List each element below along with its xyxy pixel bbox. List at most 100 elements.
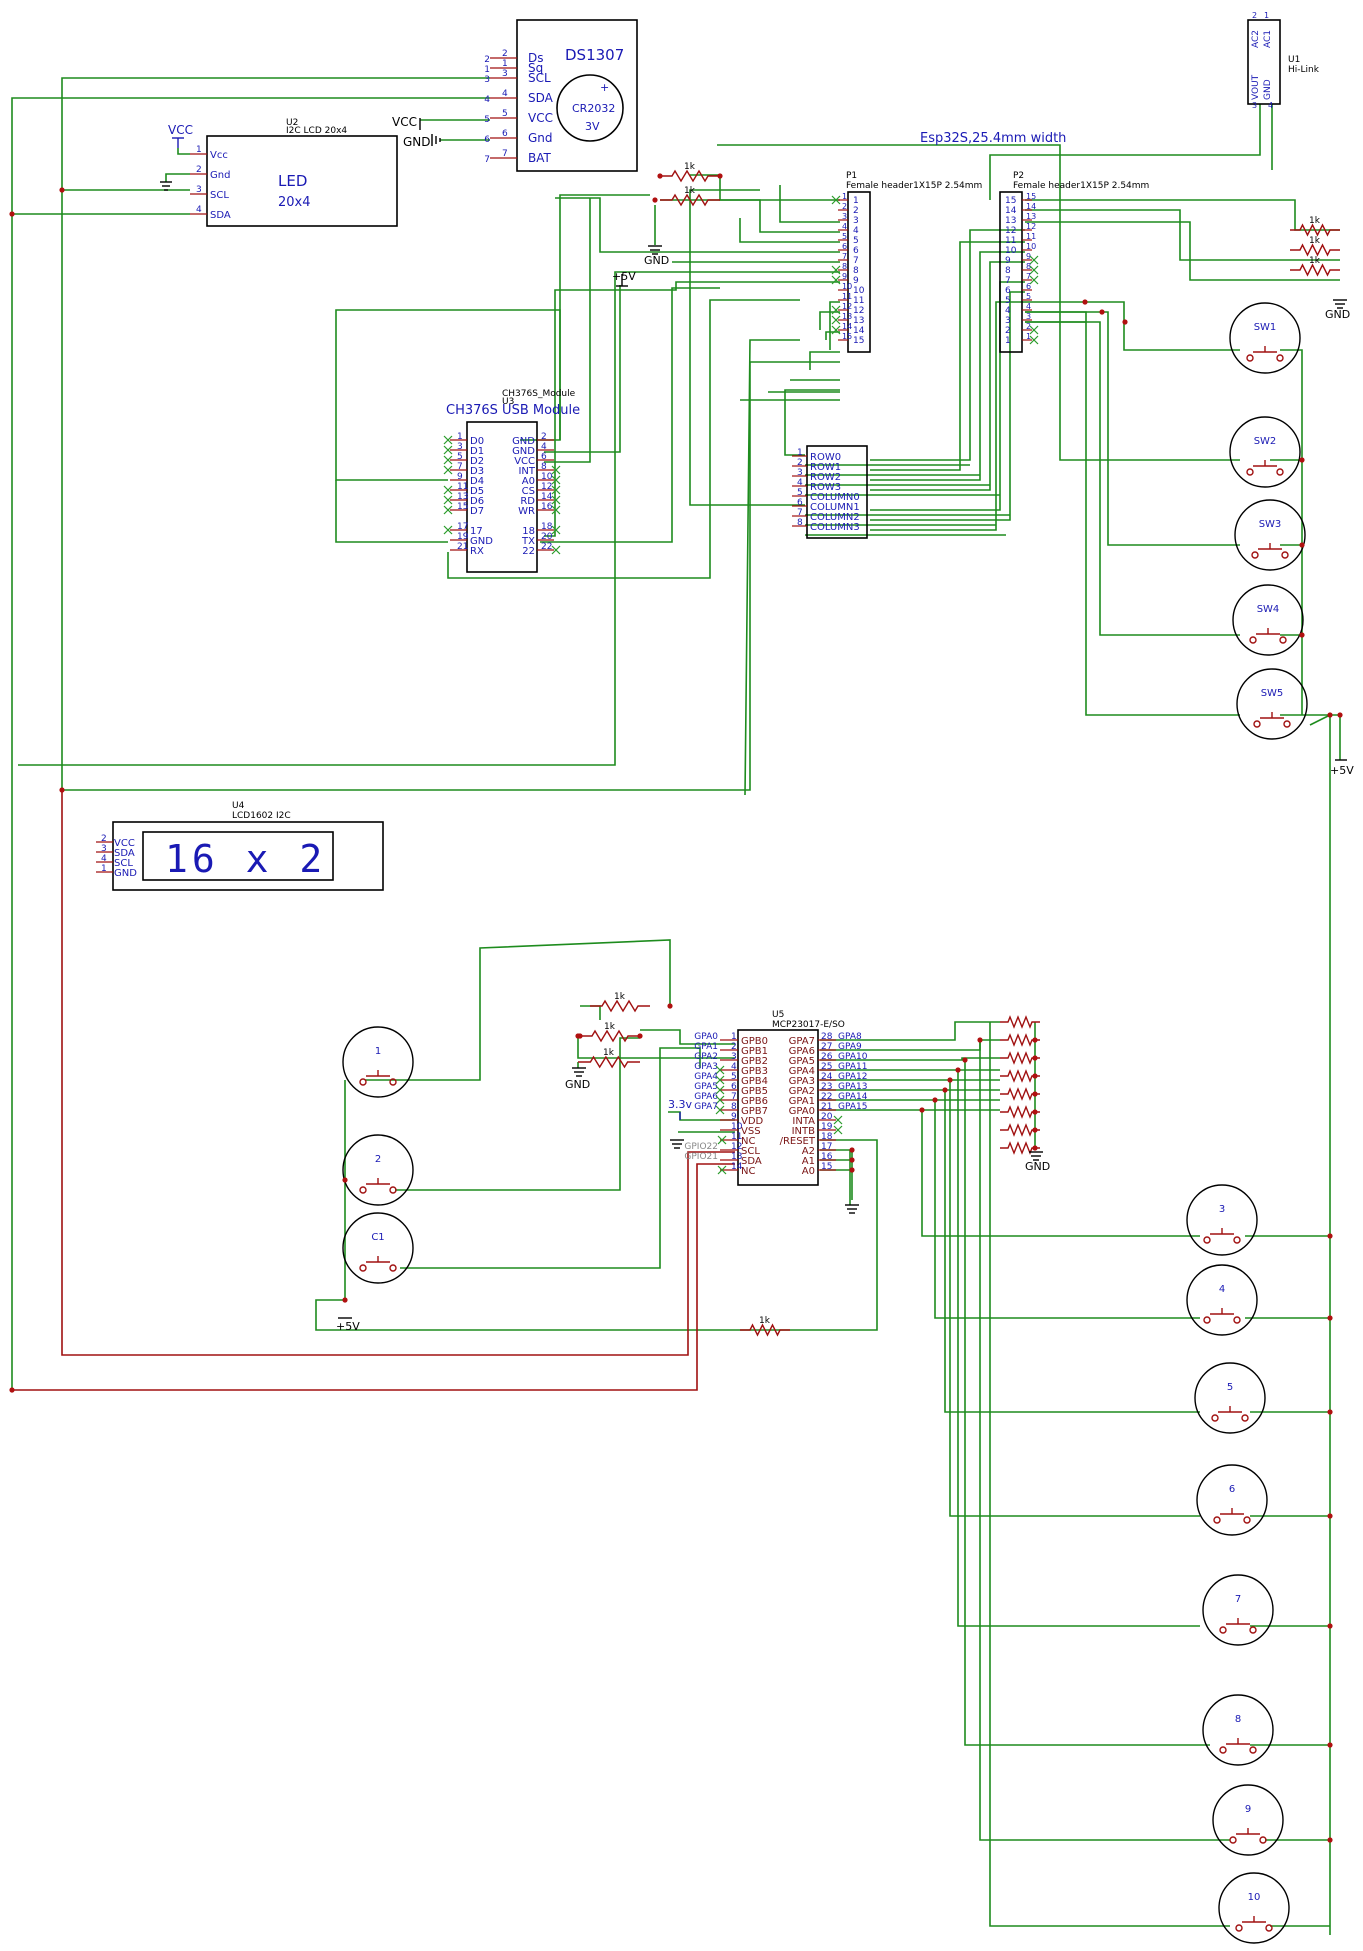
switch-sw1[interactable]: SW1 [1229,302,1301,374]
p1-pin-num: 3 [853,216,859,226]
wires [11,77,1341,1935]
ds1307-pin-label: Ds [528,51,544,65]
switch-4[interactable]: 4 [1186,1264,1258,1336]
lcd20x4-pin-label: Vcc [210,150,228,161]
switch-label: SW3 [1259,519,1282,530]
lcd1602-pin-label: VCC [114,838,135,849]
ds1307-gnd-icon [431,134,441,146]
ds1307-outer-num: 2 [484,55,490,65]
mcp-right-label: GPA0 [789,1106,815,1117]
mcp-right-num: 22 [821,1092,832,1102]
switch-label: C1 [371,1232,384,1243]
ch376-right-label: VCC [514,456,535,467]
ch376-left-label: 17 [470,526,483,537]
hilink-pin-label: VOUT [1251,74,1261,100]
p1-pin-num: 1 [853,196,859,206]
ch376-title: CH376S USB Module [446,403,580,418]
p1-pin-num: 12 [853,306,864,316]
keypad-pin-label: COLUMN3 [810,522,860,533]
mcp-left-label: SDA [741,1156,762,1167]
lcd1602-pin-num: 3 [101,844,107,854]
p2-pin-num-outer: 9 [1026,252,1031,261]
mcp-right-label: /RESET [780,1136,816,1147]
p1-pin-num-outer: 12 [842,302,852,311]
battery-icon [556,74,624,142]
switch-sw4[interactable]: SW4 [1232,584,1304,656]
switch-1[interactable]: 1 [342,1026,414,1098]
resistor-icon [1000,1105,1040,1119]
lcd20x4-line1: LED [278,172,307,190]
resistor-icon [578,1055,640,1069]
switch-sw2[interactable]: SW2 [1229,416,1301,488]
p1-pin-num-outer: 9 [842,272,847,281]
mcp-left-label: GPB5 [741,1086,768,1097]
ds1307-pin-num: 3 [502,69,508,79]
ds1307-outer-num: 4 [484,95,490,105]
mcp-right-label: A2 [802,1146,815,1157]
ch376-left-num: 11 [457,482,468,492]
p2-pin-num-outer: 10 [1026,242,1036,251]
mcp-left-num: 6 [731,1082,737,1092]
lcd1602-pin-num: 4 [101,854,107,864]
switch-6[interactable]: 6 [1196,1464,1268,1536]
ch376-left-label: D3 [470,466,484,477]
p1-ref: P1 [846,171,857,181]
resistor-icon [580,1029,640,1043]
mcp-right-label: A0 [802,1166,815,1177]
switch-5[interactable]: 5 [1194,1362,1266,1434]
switch-sw5[interactable]: SW5 [1236,668,1308,740]
p2-pin-num: 14 [1005,206,1017,216]
p1-pin-num: 2 [853,206,859,216]
p1-pin-num: 14 [853,326,865,336]
resistor-label: 1k [684,162,696,172]
battery-name: CR2032 [572,102,615,115]
switch-label: 7 [1235,1594,1241,1605]
p1-pin-num-outer: 6 [842,242,847,251]
switch-sw3[interactable]: SW3 [1234,499,1306,571]
p1-pin-num-outer: 3 [842,212,847,221]
switch-10[interactable]: 10 [1218,1872,1290,1944]
keypad-pin-label: COLUMN0 [810,492,860,503]
ch376-right-num: 10 [541,472,553,482]
mcp-right-num: 23 [821,1082,832,1092]
mcp-right-net: GPA15 [838,1102,867,1112]
switch-c1[interactable]: C1 [342,1212,414,1284]
switch-7[interactable]: 7 [1202,1574,1274,1646]
p1-pin-num: 15 [853,336,864,346]
switch-8[interactable]: 8 [1202,1694,1274,1766]
ch376-left-num: 1 [457,432,463,442]
ch376-ref: U3 [502,397,514,407]
ds1307-pin-label: Sq [528,61,543,75]
ds1307-pin-num: 7 [502,149,508,159]
lcd1602-pin-label: GND [114,868,137,879]
ch376-right-num: 4 [541,442,547,452]
gnd-label-esp: GND [644,254,669,267]
ch376-left-num: 19 [457,532,469,542]
mcp-left-num: 5 [731,1072,737,1082]
lcd20x4-pin-num: 2 [196,165,202,175]
switch-2[interactable]: 2 [342,1134,414,1206]
lcd1602-pin-num: 1 [101,864,107,874]
lcd20x4-pin-label: SDA [210,210,231,221]
mcp-right-net: GPA10 [838,1052,868,1062]
switch-label: SW2 [1254,436,1277,447]
mcp-right-label: A1 [802,1156,815,1167]
ch376-right-num: 16 [541,502,553,512]
resistor-label: 1k [759,1316,771,1326]
mcp-right-num: 18 [821,1132,833,1142]
keypad-pin-label: ROW1 [810,462,841,473]
switch-3[interactable]: 3 [1186,1184,1258,1256]
resistor-label: 1k [603,1048,615,1058]
mcp-right-label: GPA6 [789,1046,815,1057]
ds1307-outer-num: 6 [484,135,490,145]
mcp-right-net: GPA14 [838,1092,868,1102]
ch376-left-num: 7 [457,462,463,472]
switch-9[interactable]: 9 [1212,1784,1284,1856]
p1-pin-num: 6 [853,246,859,256]
switch-label: 3 [1219,1204,1225,1215]
